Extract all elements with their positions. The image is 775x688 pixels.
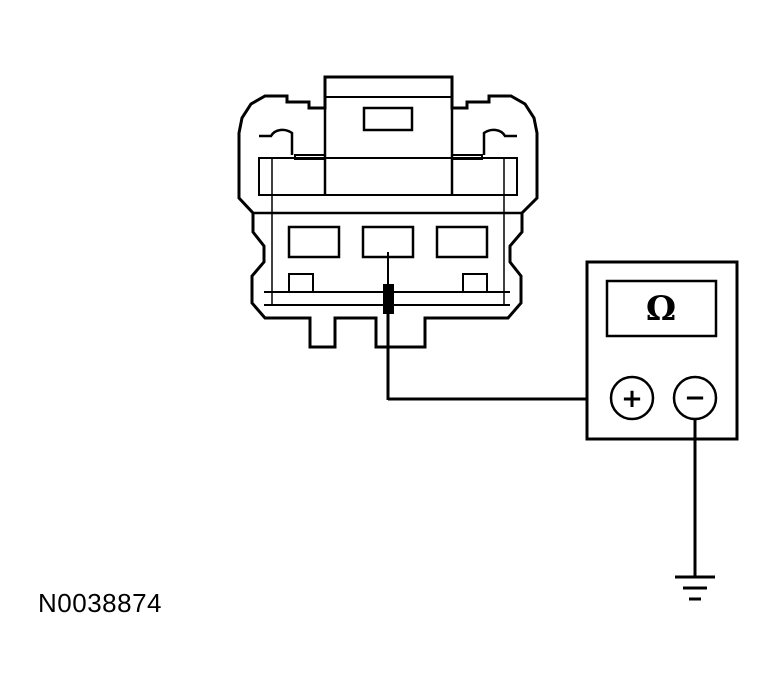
test-probe-icon bbox=[383, 252, 394, 400]
ground-icon bbox=[675, 575, 715, 601]
meter-display-symbol: Ω bbox=[646, 289, 676, 329]
positive-terminal-label: + bbox=[621, 384, 643, 414]
figure-id-label: N0038874 bbox=[38, 588, 162, 618]
negative-terminal-label: − bbox=[684, 383, 706, 413]
positive-terminal bbox=[609, 375, 655, 421]
ohmmeter-icon: Ω + − bbox=[585, 260, 739, 441]
